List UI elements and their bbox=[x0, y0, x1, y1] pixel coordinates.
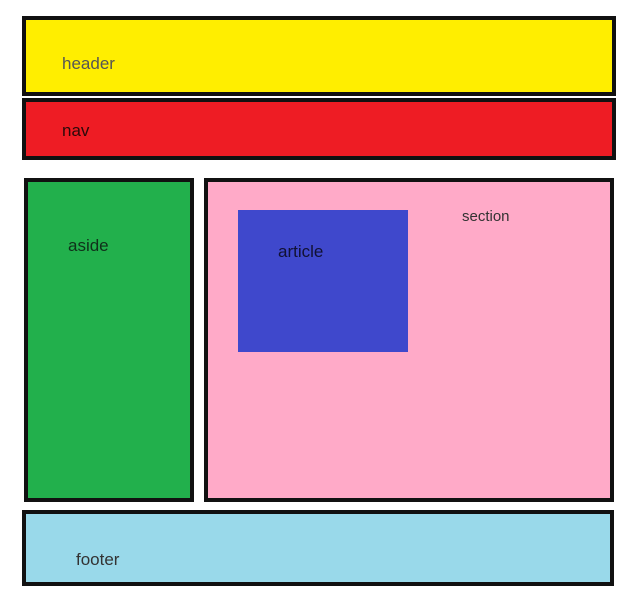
footer-label: footer bbox=[76, 550, 120, 569]
header-region: header bbox=[22, 16, 616, 96]
footer-region: footer bbox=[22, 510, 614, 586]
nav-region: nav bbox=[22, 98, 616, 160]
nav-label: nav bbox=[62, 121, 90, 140]
section-region: section article bbox=[204, 178, 614, 502]
article-region: article bbox=[238, 210, 408, 352]
article-label: article bbox=[278, 242, 324, 261]
aside-region: aside bbox=[24, 178, 194, 502]
aside-label: aside bbox=[68, 236, 109, 255]
section-label: section bbox=[462, 208, 510, 225]
header-label: header bbox=[62, 54, 115, 73]
